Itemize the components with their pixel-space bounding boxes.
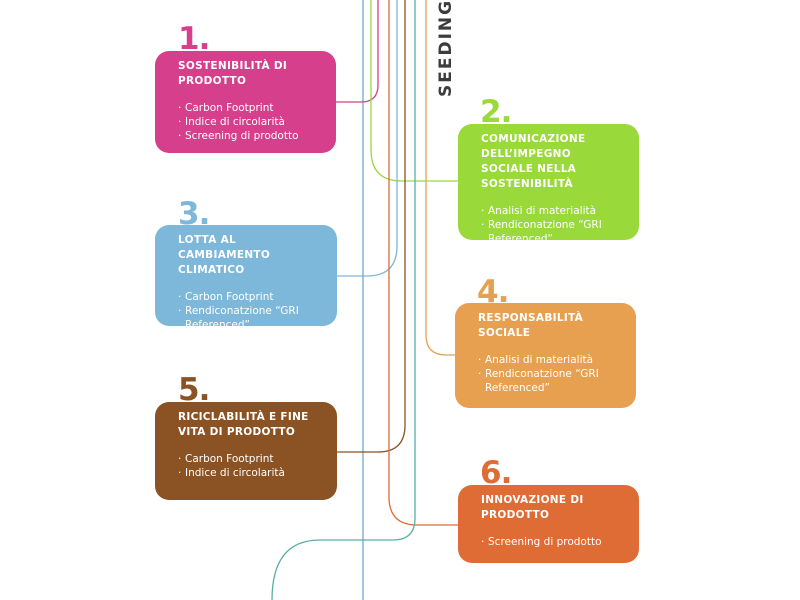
card-title: SOSTENIBILITÀ DI PRODOTTO	[178, 60, 288, 87]
card-title: INNOVAZIONE DI PRODOTTO	[481, 494, 584, 521]
card-items: Analisi di materialità Rendiconatzione “…	[478, 353, 624, 395]
card-item: Indice di circolarità	[178, 115, 324, 129]
card-items: Screening di prodotto	[481, 535, 627, 549]
card-item: Analisi di materialità	[478, 353, 624, 367]
card-item: Rendiconatzione “GRI Referenced”	[478, 367, 624, 395]
card-items: Carbon Footprint Indice di circolarità	[178, 452, 325, 480]
card-item: Analisi di materialità	[481, 204, 627, 218]
card-title: RICICLABILITÀ E FINE VITA DI PRODOTTO	[178, 411, 309, 438]
card-item: Screening di prodotto	[481, 535, 627, 549]
connector-line-teal	[271, 0, 416, 600]
connector-line-2	[370, 0, 458, 182]
card-title: LOTTA AL CAMBIAMENTO CLIMATICO	[178, 234, 271, 276]
card-cambiamento-climatico: LOTTA AL CAMBIAMENTO CLIMATICO Carbon Fo…	[155, 225, 337, 331]
card-number-1: 1.	[178, 21, 210, 57]
card-responsabilita-sociale: RESPONSABILITÀ SOCIALE Analisi di materi…	[455, 303, 636, 408]
card-item: Carbon Footprint	[178, 452, 325, 466]
card-item: Carbon Footprint	[178, 101, 324, 115]
card-items: Carbon Footprint Rendiconatzione “GRI Re…	[178, 290, 325, 332]
card-items: Analisi di materialità Rendiconatzione “…	[481, 204, 627, 246]
card-number-6: 6.	[480, 455, 512, 491]
connector-line-3	[337, 0, 398, 277]
connector-line-5	[337, 0, 406, 453]
card-item: Screening di prodotto	[178, 129, 324, 143]
connector-line-4	[425, 0, 455, 356]
card-number-3: 3.	[178, 196, 210, 232]
card-number-2: 2.	[480, 94, 512, 130]
card-item: Rendiconatzione “GRI Referenced”	[481, 218, 627, 246]
card-innovazione-prodotto: INNOVAZIONE DI PRODOTTO Screening di pro…	[458, 485, 639, 563]
card-title: RESPONSABILITÀ SOCIALE	[478, 312, 584, 339]
card-number-5: 5.	[178, 372, 210, 408]
card-items: Carbon Footprint Indice di circolarità S…	[178, 101, 324, 143]
card-title: COMUNICAZIONE DELL’IMPEGNO SOCIALE NELLA…	[481, 133, 586, 190]
connector-line-1	[335, 0, 379, 103]
card-number-4: 4.	[477, 274, 509, 310]
card-comunicazione-impegno: COMUNICAZIONE DELL’IMPEGNO SOCIALE NELLA…	[458, 124, 639, 245]
connector-line-6	[388, 0, 458, 526]
card-sostenibilita-prodotto: SOSTENIBILITÀ DI PRODOTTO Carbon Footpri…	[155, 51, 336, 153]
card-riciclabilita: RICICLABILITÀ E FINE VITA DI PRODOTTO Ca…	[155, 402, 337, 500]
seeding-label: SEEDING	[436, 0, 456, 97]
card-item: Carbon Footprint	[178, 290, 325, 304]
card-item: Indice di circolarità	[178, 466, 325, 480]
card-item: Rendiconatzione “GRI Referenced”	[178, 304, 325, 332]
